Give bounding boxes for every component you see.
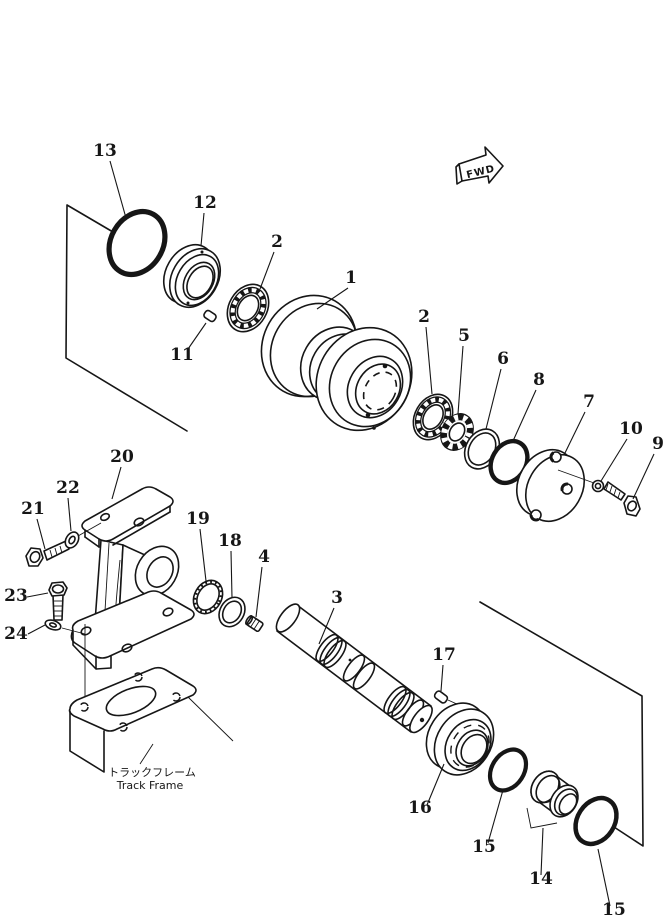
leader-line-2 [259, 251, 275, 290]
part-12-seal [162, 243, 222, 309]
callout-number-3: 3 [331, 588, 343, 608]
callout-number-19: 19 [186, 509, 210, 529]
callout-number-17: 17 [432, 645, 456, 665]
part-3-shaft [275, 603, 433, 734]
fwd-arrow-icon: FWD [455, 146, 504, 185]
leader-line-11 [187, 322, 207, 350]
leader-line-14 [540, 827, 544, 876]
callout-number-6: 6 [497, 349, 509, 369]
part-11-pin [203, 309, 217, 323]
leader-line-4 [255, 566, 263, 618]
callout-number-16: 16 [408, 798, 432, 818]
callout-number-4: 4 [258, 547, 270, 567]
callout-number-22: 22 [56, 478, 80, 498]
leader-line-23 [26, 592, 49, 598]
leader-line-6 [485, 368, 502, 430]
leader-line-16 [426, 763, 445, 806]
part-1-roller [260, 294, 413, 432]
part-13-o-ring [106, 209, 168, 277]
leader-line-2 [425, 326, 433, 395]
callout-number-13: 13 [93, 141, 117, 161]
leader-line-12 [200, 212, 205, 247]
callout-number-2: 2 [271, 232, 283, 252]
leader-line-8 [512, 389, 537, 442]
callout-number-8: 8 [533, 370, 545, 390]
part-2-bearing-inner [226, 283, 270, 333]
callout-number-2: 2 [418, 307, 430, 327]
callout-number-7: 7 [583, 392, 595, 412]
callout-number-18: 18 [218, 531, 242, 551]
part-20-bracket [70, 486, 195, 670]
leader-line-9 [632, 453, 655, 500]
part-15-o-ring-inner [487, 747, 529, 793]
leader-line-5 [457, 345, 464, 415]
callout-number-15: 15 [472, 837, 496, 857]
leader-line-15 [597, 848, 611, 907]
leader-line-21 [36, 518, 46, 550]
match-border-right [479, 601, 644, 847]
leader-line-7 [563, 411, 586, 456]
callout-number-11: 11 [170, 345, 194, 365]
part-17-pin [433, 690, 460, 706]
callout-number-14: 14 [529, 869, 553, 889]
part-21-bolt [25, 540, 70, 567]
leader-line-22 [67, 497, 72, 532]
callout-number-5: 5 [458, 326, 470, 346]
track-frame-label-jp: トラックフレーム [108, 766, 196, 779]
callout-number-9: 9 [652, 434, 664, 454]
part-4-plug [245, 615, 264, 633]
match-border-left [65, 204, 188, 432]
callout-number-23: 23 [4, 586, 28, 606]
leader-line-20 [111, 466, 122, 500]
leader-line-3 [318, 607, 335, 645]
leader-line-17 [440, 664, 444, 692]
part-19-ring [192, 579, 224, 615]
callout-number-24: 24 [4, 624, 28, 644]
callout-number-12: 12 [193, 193, 217, 213]
track-frame-pad: トラックフレーム Track Frame [68, 666, 234, 792]
part-10-washer [591, 479, 605, 493]
callout-number-21: 21 [21, 499, 45, 519]
part-15-o-ring-outer [573, 795, 619, 847]
leader-line-15 [487, 789, 504, 844]
part-14-bushing [526, 770, 579, 829]
callout-number-1: 1 [345, 268, 357, 288]
leader-line-19 [199, 528, 207, 582]
leader-line-10 [600, 438, 628, 482]
part-16-collar [425, 702, 495, 776]
callout-number-10: 10 [619, 419, 643, 439]
part-18-o-ring [218, 596, 246, 628]
callout-number-15: 15 [602, 900, 626, 920]
track-frame-label-en: Track Frame [116, 779, 184, 792]
callout-number-20: 20 [110, 447, 134, 467]
leader-line-1 [316, 287, 349, 310]
leader-line-13 [109, 160, 127, 219]
part-22-washer [64, 522, 102, 549]
part-7-cover [515, 449, 595, 522]
part-24-washer [44, 619, 86, 704]
leader-line-18 [230, 550, 233, 599]
part-9-bolt [603, 481, 641, 517]
part-23-bolt [48, 581, 68, 621]
leader-line-24 [27, 624, 46, 635]
